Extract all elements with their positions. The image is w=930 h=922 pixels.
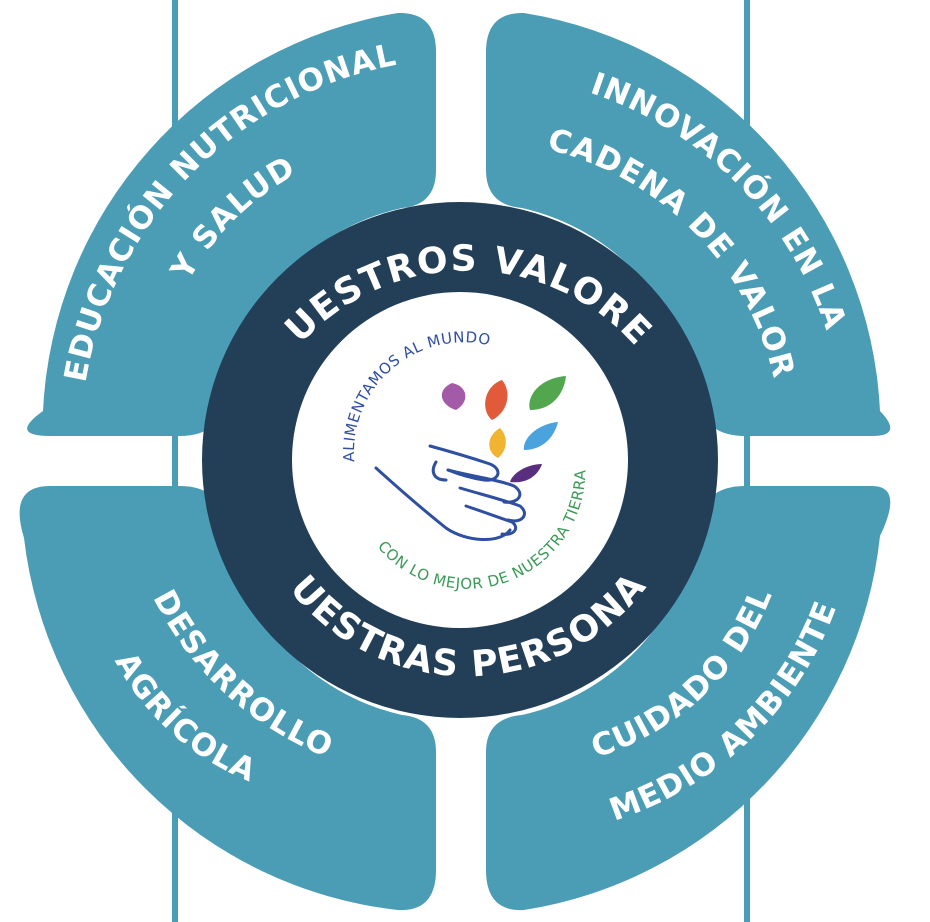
quadrant-bottom-left	[19, 486, 436, 911]
quadrant-top-right	[486, 12, 891, 436]
leaf-violet-icon	[510, 464, 542, 483]
leaf-yellow-icon	[489, 428, 506, 458]
leaf-blue-icon	[523, 422, 558, 450]
logo-disc	[292, 292, 628, 628]
logo-leaves	[441, 376, 566, 483]
hand-icon	[374, 444, 526, 542]
leaf-red-icon	[485, 380, 508, 420]
leaf-purple-icon	[441, 383, 466, 410]
quadrant-bottom-right	[486, 486, 891, 911]
leaf-green-icon	[529, 376, 566, 410]
quadrant-top-left	[27, 12, 436, 436]
